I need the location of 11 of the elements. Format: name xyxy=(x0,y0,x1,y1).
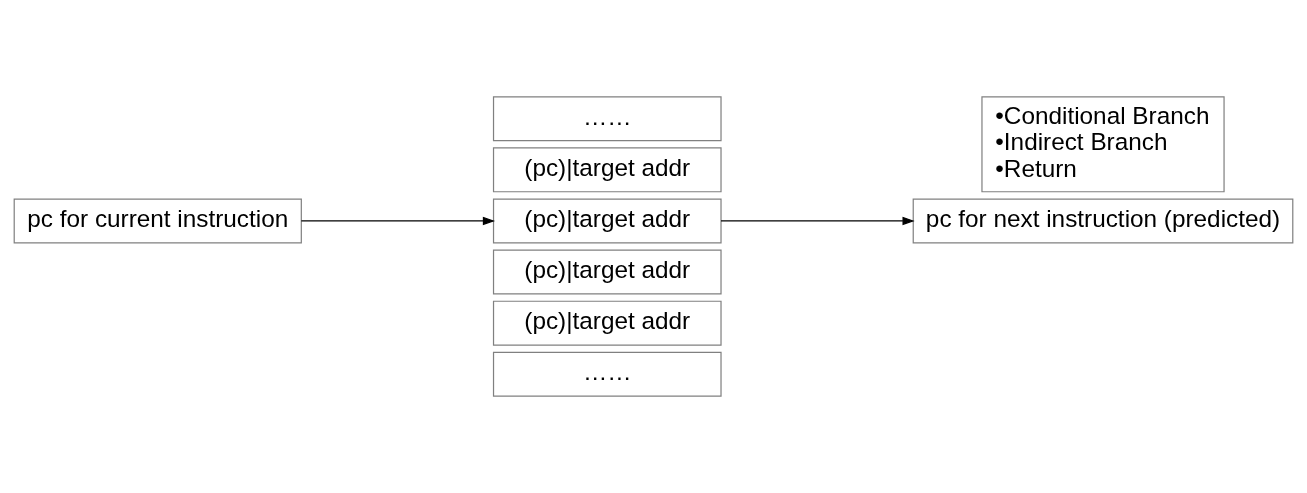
node-box: …… xyxy=(492,96,722,142)
node-box: pc for next instruction (predicted) xyxy=(912,198,1294,244)
node-box: (pc)|target addr xyxy=(492,198,722,244)
node-box: …… xyxy=(492,351,722,397)
node-box: pc for current instruction xyxy=(13,198,302,244)
node-box: (pc)|target addr xyxy=(492,300,722,346)
arrow xyxy=(720,216,915,226)
node-box: (pc)|target addr xyxy=(492,147,722,193)
arrow xyxy=(300,216,496,226)
node-box: (pc)|target addr xyxy=(492,249,722,295)
node-box: •Conditional Branch •Indirect Branch •Return xyxy=(981,96,1225,193)
